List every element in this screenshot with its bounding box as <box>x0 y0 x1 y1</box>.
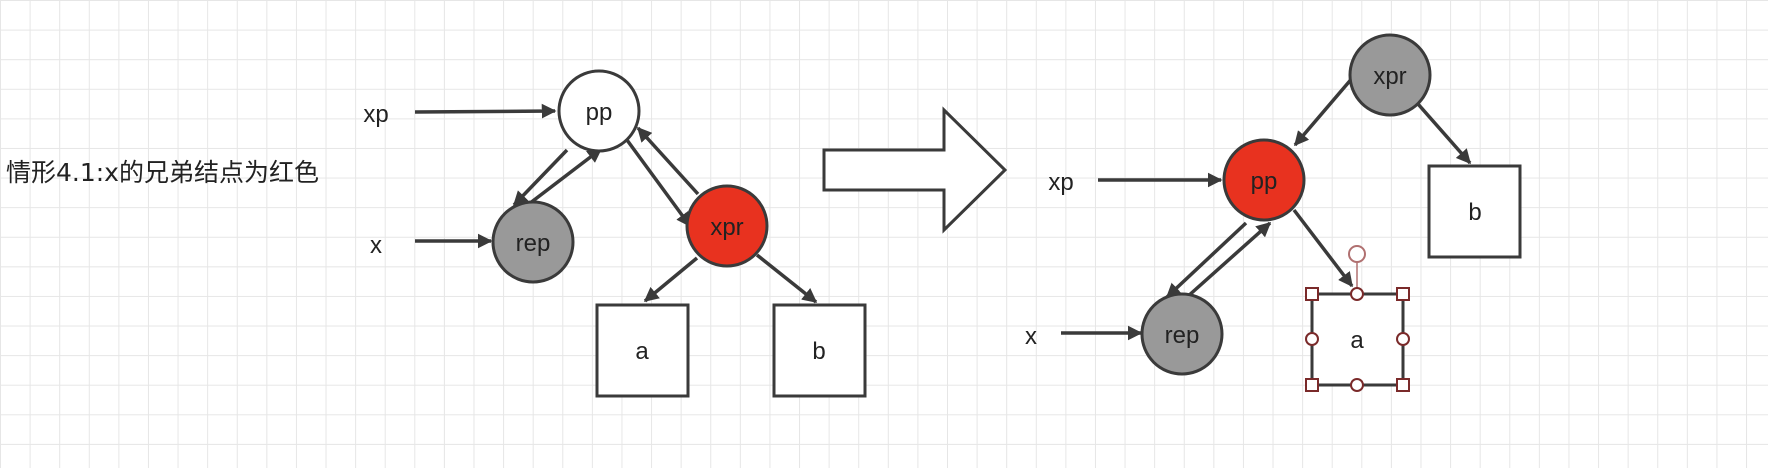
after-edge-xpr-b <box>1416 102 1472 165</box>
before-edge-xpr-a <box>643 256 699 303</box>
after-pointer-x-label: x <box>1025 323 1037 350</box>
before-edge-xpr-b <box>755 253 818 304</box>
resize-handle-top-right[interactable] <box>1396 287 1410 301</box>
after-node-rep-label: rep <box>1165 322 1200 349</box>
after-edge-xpr-pp <box>1293 74 1356 147</box>
after-tree: xp x xpr pp rep b a <box>1025 33 1522 392</box>
after-node-rep[interactable] <box>1140 292 1224 376</box>
after-node-xpr[interactable] <box>1348 33 1432 117</box>
resize-handle-right[interactable] <box>1396 332 1410 346</box>
resize-handle-bottom-right[interactable] <box>1396 378 1410 392</box>
before-node-xpr-label: xpr <box>710 214 743 241</box>
after-node-pp[interactable] <box>1222 138 1306 222</box>
after-edge-rep-pp <box>1175 221 1272 308</box>
after-leaf-b-label: b <box>1468 199 1481 226</box>
before-leaf-b[interactable] <box>772 303 867 398</box>
after-leaf-a-label: a <box>1350 327 1364 354</box>
before-leaf-a-label: a <box>635 338 649 365</box>
transform-arrow <box>822 106 1008 234</box>
resize-handle-left[interactable] <box>1305 332 1319 346</box>
before-node-pp-label: pp <box>586 99 613 126</box>
before-node-xpr[interactable] <box>685 184 769 268</box>
selection-handles[interactable] <box>1305 245 1410 392</box>
before-tree: xp x pp rep xpr a b <box>363 69 867 398</box>
before-node-rep-label: rep <box>516 230 551 257</box>
before-edge-rep-pp <box>519 147 603 212</box>
after-node-pp-label: pp <box>1251 168 1278 195</box>
before-pointer-xp-label: xp <box>363 101 388 128</box>
before-edge-xpr-pp <box>636 126 700 196</box>
before-leaf-a[interactable] <box>595 303 690 398</box>
before-pointer-x-label: x <box>370 232 382 259</box>
before-pointer-xp-arrow <box>414 103 557 119</box>
resize-handle-top[interactable] <box>1350 287 1364 301</box>
after-edge-pp-rep <box>1165 221 1248 299</box>
before-edge-pp-rep <box>512 148 569 207</box>
before-node-rep[interactable] <box>491 200 575 284</box>
before-node-pp[interactable] <box>557 69 641 153</box>
before-leaf-b-label: b <box>812 338 825 365</box>
after-node-xpr-label: xpr <box>1373 63 1406 90</box>
resize-handle-bottom[interactable] <box>1350 378 1364 392</box>
case-caption: 情形4.1:x的兄弟结点为红色 <box>6 158 319 187</box>
after-pointer-xp-label: xp <box>1048 169 1073 196</box>
after-leaf-b[interactable] <box>1427 164 1522 259</box>
rotate-handle[interactable] <box>1348 245 1366 263</box>
after-edge-pp-a <box>1292 208 1354 288</box>
resize-handle-top-left[interactable] <box>1305 287 1319 301</box>
resize-handle-bottom-left[interactable] <box>1305 378 1319 392</box>
before-edge-pp-xpr <box>625 138 692 228</box>
